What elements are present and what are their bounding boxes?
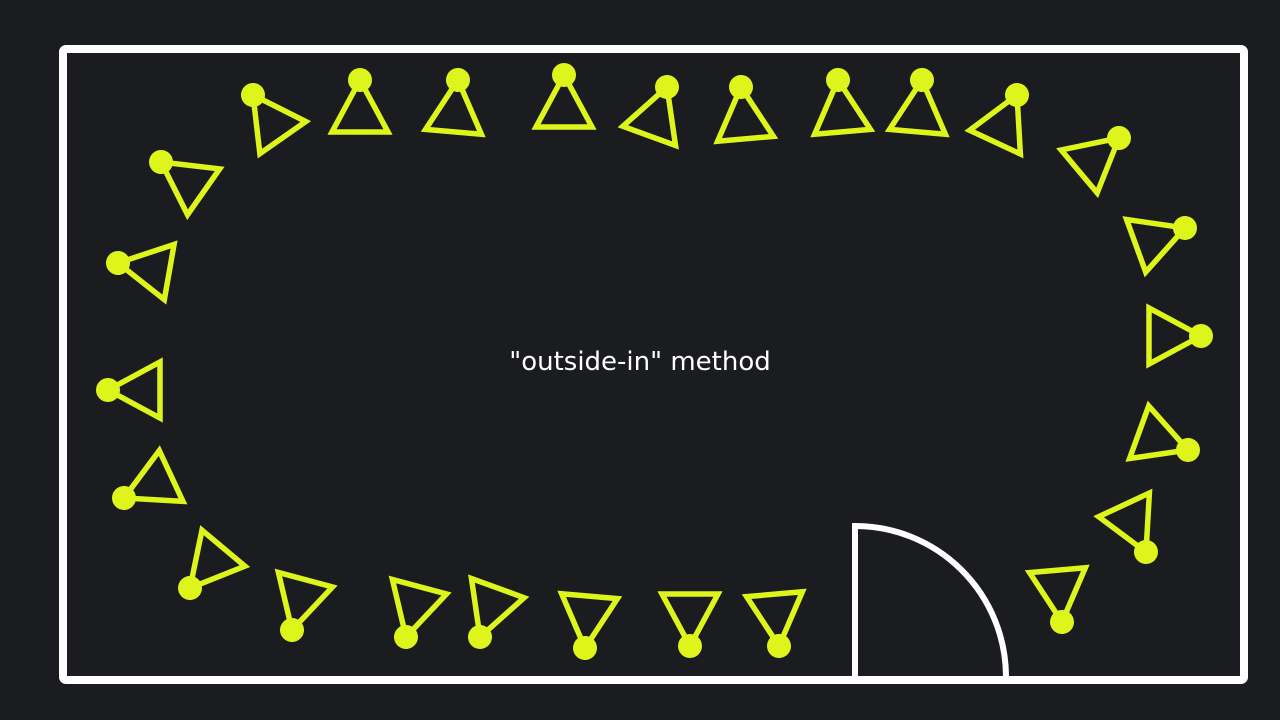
marker-triangle (468, 574, 530, 643)
marker-icon (557, 590, 623, 660)
marker-dot (1189, 324, 1213, 348)
marker-icon (420, 68, 486, 138)
marker-triangle (156, 158, 225, 221)
marker-dot (678, 634, 702, 658)
marker-triangle (388, 575, 452, 643)
marker-dot (655, 75, 679, 99)
marker-triangle (327, 74, 393, 135)
marker-icon (1093, 488, 1158, 564)
marker-dot (573, 636, 597, 660)
marker-dot (178, 576, 202, 600)
marker-dot (241, 83, 265, 107)
marker-triangle (1122, 216, 1191, 278)
marker-dot (106, 251, 130, 275)
marker-triangle (884, 74, 950, 138)
marker-dot (149, 150, 173, 174)
marker-dot (910, 68, 934, 92)
marker-dot (1176, 438, 1200, 462)
marker-icon (617, 75, 679, 150)
marker-icon (1056, 126, 1131, 199)
marker-triangle (1146, 303, 1207, 369)
marker-icon (1146, 303, 1213, 369)
marker-triangle (274, 568, 338, 636)
marker-dot (1107, 126, 1131, 150)
marker-icon (884, 68, 950, 138)
marker-triangle (657, 591, 723, 652)
marker-triangle (1093, 488, 1153, 558)
method-caption: "outside-in" method (509, 347, 771, 377)
marker-dot (1173, 216, 1197, 240)
marker-icon (713, 75, 779, 145)
marker-triangle (741, 588, 807, 652)
marker-group (96, 63, 1213, 660)
marker-triangle (112, 240, 178, 305)
marker-dot (446, 68, 470, 92)
marker-dot (767, 634, 791, 658)
marker-icon (1125, 400, 1200, 462)
marker-icon (964, 83, 1029, 159)
marker-dot (96, 378, 120, 402)
marker-icon (468, 574, 530, 649)
marker-icon (741, 588, 807, 658)
marker-dot (1134, 540, 1158, 564)
marker-icon (149, 150, 225, 221)
marker-triangle (964, 89, 1024, 159)
marker-triangle (1056, 134, 1124, 199)
marker-dot (1050, 610, 1074, 634)
marker-dot (729, 75, 753, 99)
marker-triangle (557, 590, 623, 654)
marker-icon (1122, 216, 1197, 278)
marker-dot (394, 625, 418, 649)
marker-dot (112, 486, 136, 510)
marker-dot (348, 68, 372, 92)
marker-icon (178, 525, 251, 600)
marker-icon (810, 68, 876, 138)
marker-icon (327, 68, 393, 135)
marker-dot (826, 68, 850, 92)
marker-icon (106, 240, 178, 305)
door-swing-icon (852, 522, 1009, 677)
marker-triangle (617, 81, 679, 150)
marker-dot (468, 625, 492, 649)
marker-icon (1024, 564, 1090, 634)
marker-triangle (186, 525, 251, 593)
room-outline (59, 45, 1248, 684)
marker-icon (112, 445, 188, 510)
marker-icon (274, 568, 338, 642)
marker-triangle (713, 81, 779, 145)
marker-triangle (531, 69, 597, 130)
marker-triangle (420, 74, 486, 138)
marker-triangle (118, 445, 188, 505)
marker-icon (657, 591, 723, 658)
marker-icon (96, 357, 163, 423)
marker-dot (1005, 83, 1029, 107)
marker-dot (552, 63, 576, 87)
marker-triangle (102, 357, 163, 423)
marker-triangle (249, 90, 312, 159)
marker-icon (241, 83, 312, 159)
marker-icon (388, 575, 452, 649)
marker-triangle (1024, 564, 1090, 628)
marker-dot (280, 618, 304, 642)
marker-triangle (810, 74, 876, 138)
marker-triangle (1125, 400, 1194, 462)
marker-icon (531, 63, 597, 130)
